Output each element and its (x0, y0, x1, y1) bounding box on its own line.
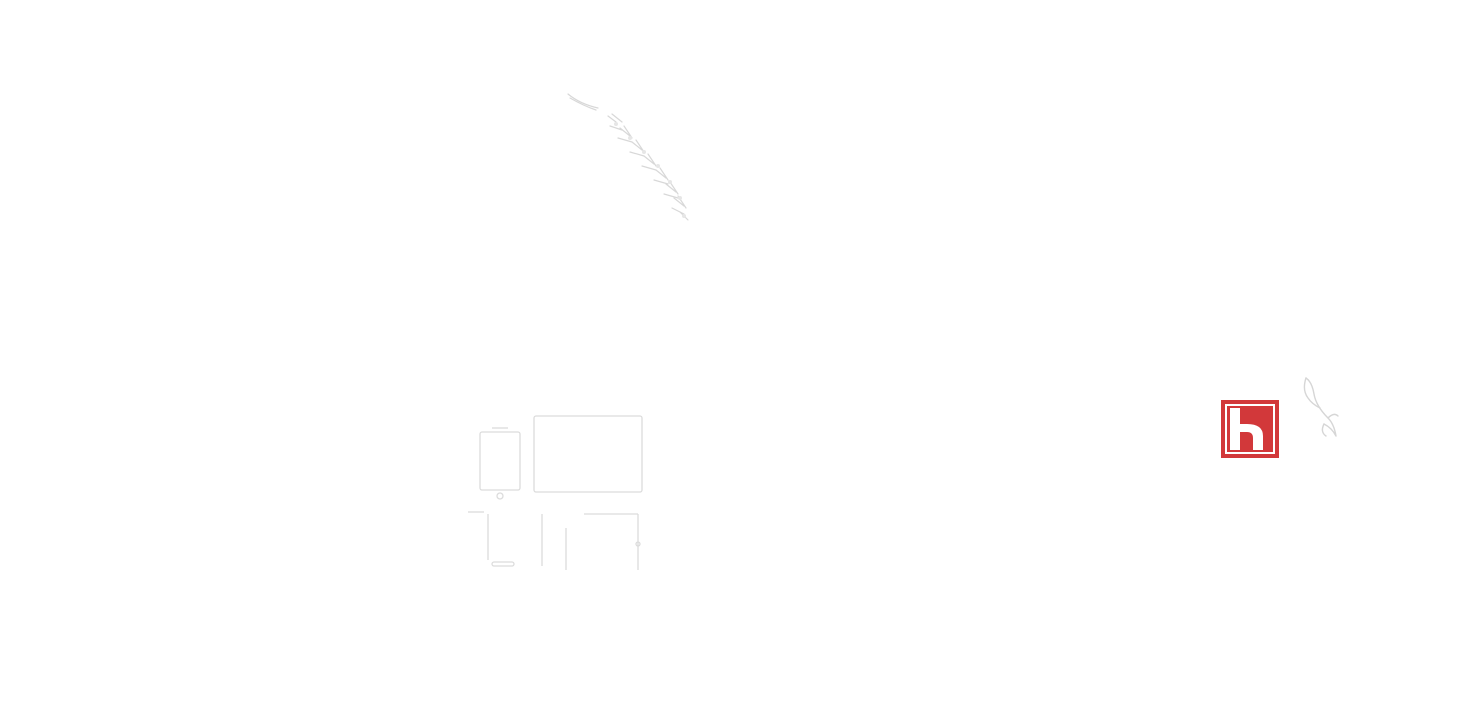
comet-doodle-icon (567, 93, 689, 221)
devices-outline-icon (468, 415, 643, 570)
h-logo-with-bird-icon (1221, 377, 1339, 458)
